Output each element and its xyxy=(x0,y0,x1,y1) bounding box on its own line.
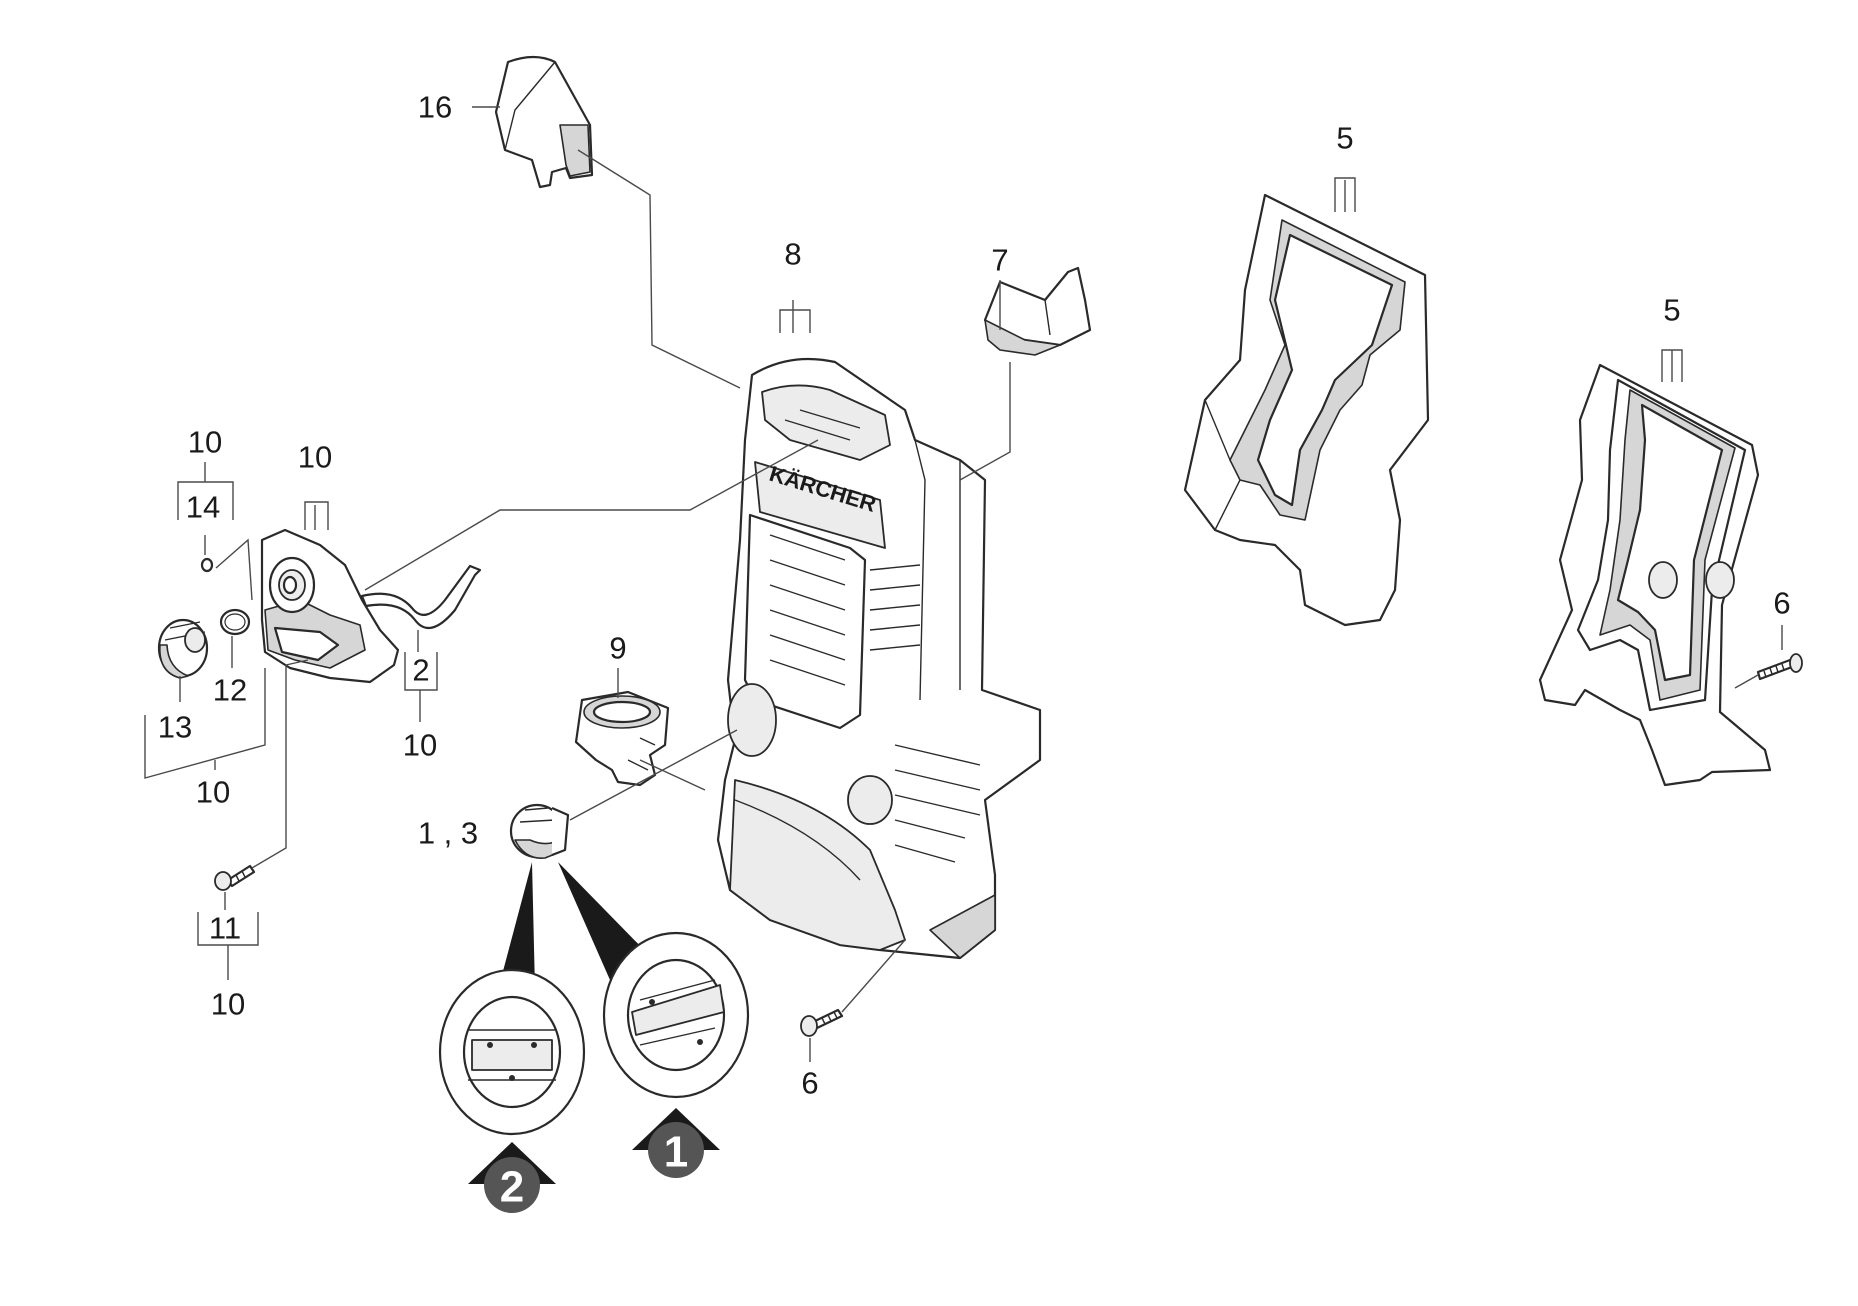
label-part-11: 11 xyxy=(209,911,241,946)
leader-16-to-body xyxy=(577,149,741,389)
label-part-8: 8 xyxy=(784,237,801,272)
part-7-hook[interactable] xyxy=(983,266,1092,356)
bracket-8 xyxy=(779,309,811,333)
part-14-small-ring[interactable] xyxy=(200,557,214,573)
label-part-5-right: 5 xyxy=(1663,293,1680,328)
label-part-12: 12 xyxy=(213,673,247,708)
part-5-frame-rear[interactable] xyxy=(1183,193,1430,627)
part-9-holder[interactable] xyxy=(574,690,670,787)
bracket-5-top xyxy=(1334,177,1356,212)
label-part-2: 2 xyxy=(412,653,429,688)
pointer-to-variant-1 xyxy=(558,862,650,980)
leader-7-to-body xyxy=(959,362,1011,481)
part-16-clip[interactable] xyxy=(494,55,594,189)
label-part-10-a: 10 xyxy=(188,425,222,460)
label-part-13: 13 xyxy=(158,710,192,745)
label-part-7: 7 xyxy=(991,243,1008,278)
label-part-6-right: 6 xyxy=(1773,586,1790,621)
label-part-1-3: 1 , 3 xyxy=(418,816,478,851)
label-part-5-top: 5 xyxy=(1336,121,1353,156)
leader-11-to-bracket xyxy=(251,659,309,869)
leader-9-to-body xyxy=(639,759,706,791)
hose-piece[interactable] xyxy=(360,564,482,630)
label-part-9: 9 xyxy=(609,631,626,666)
part-10-connector-bracket[interactable] xyxy=(260,528,400,684)
label-part-10-e: 10 xyxy=(211,987,245,1022)
part-6-screw-right[interactable] xyxy=(1756,653,1803,681)
part-1-3-knob[interactable] xyxy=(509,803,570,859)
bracket-2 xyxy=(404,652,438,691)
leader-hose-to-body xyxy=(364,439,819,591)
variant-2-badge[interactable]: 2 xyxy=(468,1142,556,1213)
label-part-10-b: 10 xyxy=(298,440,332,475)
leader-6-bottom-to-body xyxy=(841,939,906,1013)
variant-2-number: 2 xyxy=(500,1163,524,1212)
label-part-6-bottom: 6 xyxy=(801,1066,818,1101)
part-11-screw[interactable] xyxy=(214,864,256,891)
leader-14-to-bracket xyxy=(215,538,253,601)
leader-6-right-to-frame xyxy=(1734,674,1759,689)
variant-1-badge[interactable]: 1 xyxy=(632,1108,720,1178)
leader-1-3-to-body xyxy=(569,729,738,821)
variant-2-inset xyxy=(438,968,586,1136)
part-6-screw-bottom[interactable] xyxy=(800,1008,844,1037)
pointer-to-variant-2 xyxy=(498,862,535,990)
part-8-housing[interactable]: KÄRCHER xyxy=(716,357,1042,960)
part-5-frame-front[interactable] xyxy=(1538,363,1772,787)
part-13-cap[interactable] xyxy=(157,618,209,679)
bracket-5-right xyxy=(1661,349,1683,382)
bracket-10-b xyxy=(304,501,329,530)
variant-1-inset xyxy=(602,931,750,1099)
label-part-16: 16 xyxy=(418,90,452,125)
label-part-10-c: 10 xyxy=(196,775,230,810)
bracket-10-c xyxy=(144,668,266,779)
label-part-14: 14 xyxy=(186,490,220,525)
label-part-10-d: 10 xyxy=(403,728,437,763)
variant-1-number: 1 xyxy=(664,1128,688,1177)
